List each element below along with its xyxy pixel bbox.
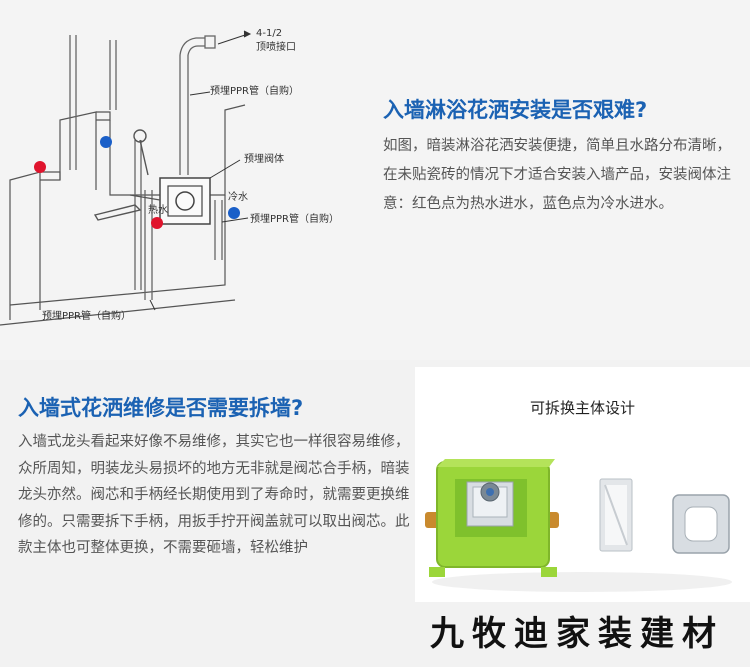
label-top-port: 顶喷接口: [256, 40, 296, 53]
repair-description: 入墙式龙头看起来好像不易维修，其实它也一样很容易维修，众所周知，明装龙头易损坏的…: [18, 434, 410, 556]
label-hot-water: 热水: [148, 203, 168, 216]
cold-inlet-dot: [228, 207, 240, 219]
photo-caption: 可拆换主体设计: [529, 399, 635, 417]
hot-inlet-dot: [151, 217, 163, 229]
label-ppr-pipe-right: 预埋PPR管（自购）: [250, 212, 339, 225]
pipes: [69, 35, 223, 300]
install-section: 4-1/2 顶喷接口 预埋PPR管（自购） 预埋阀体 冷水 热水 预埋PPR管（…: [0, 28, 731, 326]
product-photo: 可拆换主体设计: [415, 367, 750, 602]
label-valve-body: 预埋阀体: [244, 152, 284, 165]
installation-diagram: 4-1/2 顶喷接口 预埋PPR管（自购） 预埋阀体 冷水 热水 预埋PPR管（…: [0, 28, 339, 326]
valve-body-drawing: [129, 177, 211, 225]
label-ppr-pipe-top: 预埋PPR管（自购）: [210, 84, 299, 97]
leader-lines: [149, 30, 252, 311]
cold-water-dot: [100, 136, 112, 148]
wrench-icon: [93, 129, 149, 221]
repair-title: 入墙式花洒维修是否需要拆墙?: [18, 396, 304, 420]
wall-outline: [0, 104, 246, 326]
chrome-escutcheon: [672, 494, 730, 554]
label-ppr-pipe-bottom: 预埋PPR管（自购）: [42, 309, 131, 322]
label-top-port-size: 4-1/2: [256, 28, 282, 39]
product-photo-drawing: [425, 459, 732, 592]
hot-water-dot: [34, 161, 46, 173]
install-title: 入墙淋浴花洒安装是否艰难?: [383, 98, 648, 122]
label-cold-water: 冷水: [228, 190, 248, 203]
valve-box: [429, 459, 557, 577]
brand-name: 九牧迪家装建材: [430, 614, 724, 654]
chrome-cover-plate: [599, 478, 633, 552]
install-description: 如图，暗装淋浴花洒安装便捷，简单且水路分布清晰，在未贴瓷砖的情况下才适合安装入墙…: [383, 138, 731, 212]
